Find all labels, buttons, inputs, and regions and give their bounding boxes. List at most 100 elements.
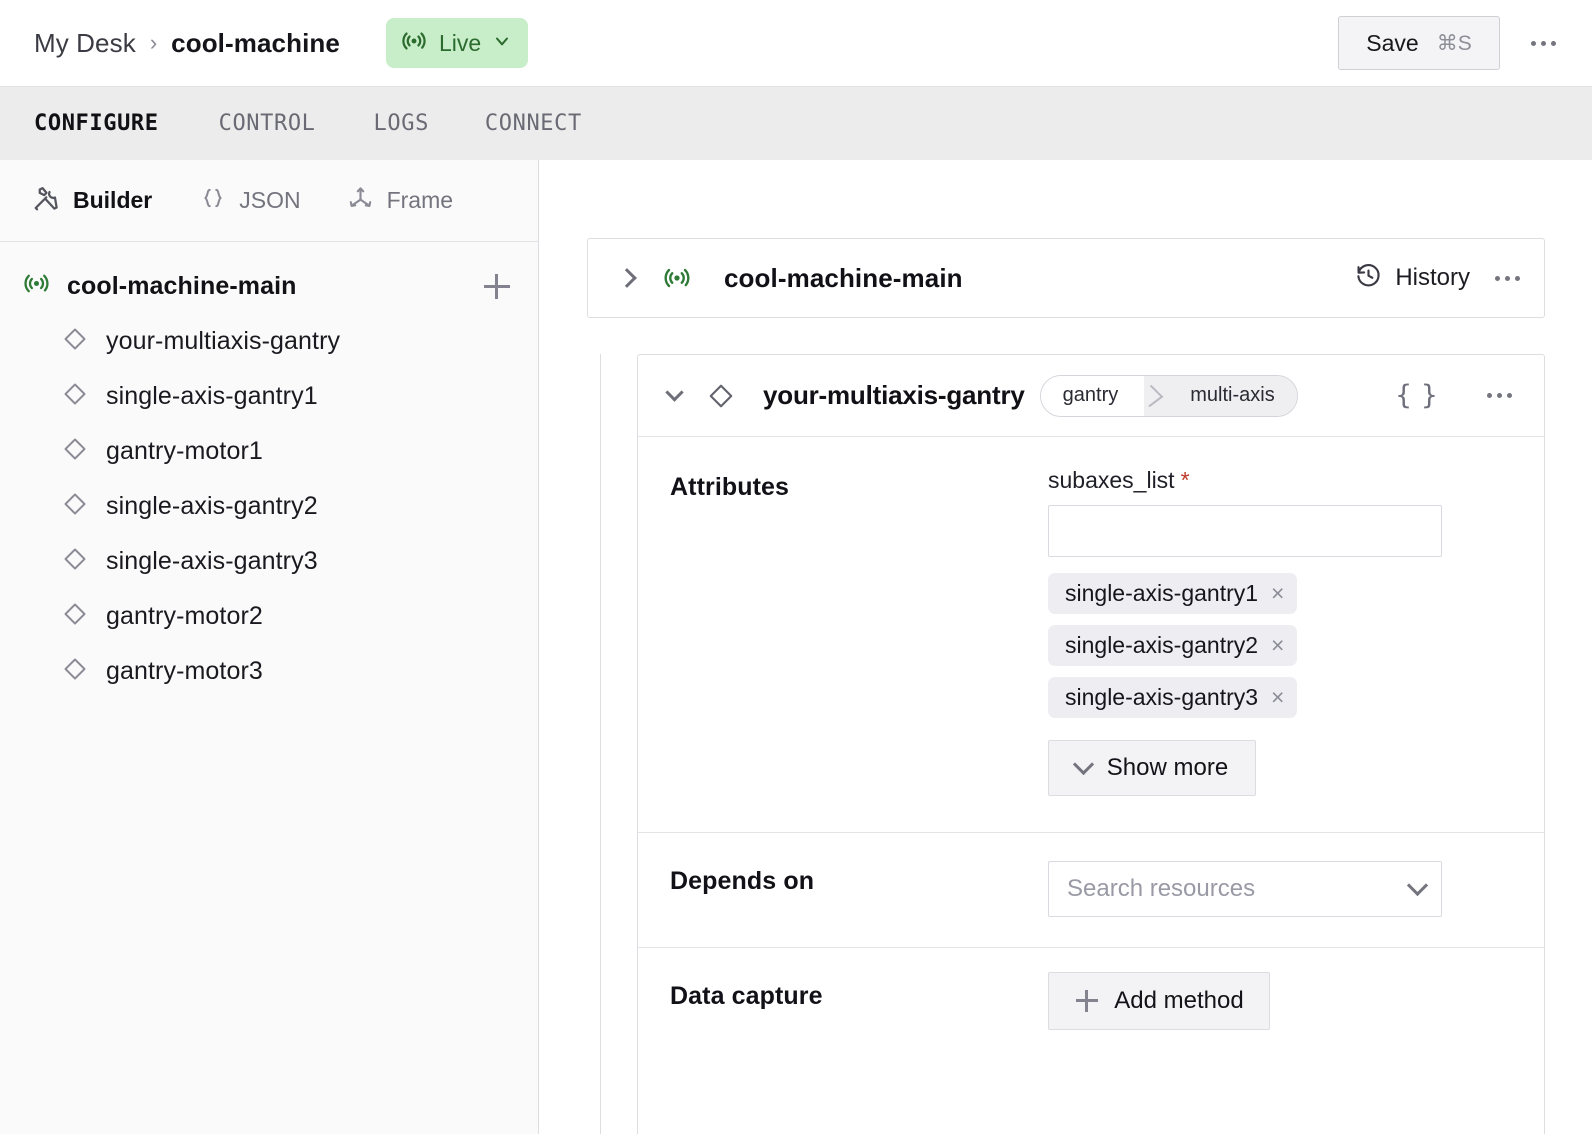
tools-icon: [33, 185, 60, 217]
tree-connector-rail: [600, 354, 601, 1134]
broadcast-icon: [400, 27, 428, 60]
curly-braces-icon: [200, 185, 226, 216]
chevron-down-icon[interactable]: [665, 383, 684, 402]
tab-connect[interactable]: CONNECT: [484, 111, 582, 136]
resource-card-header: your-multiaxis-gantry gantry multi-axis …: [638, 355, 1544, 437]
top-bar-more-icon[interactable]: [1520, 20, 1566, 66]
close-icon[interactable]: ×: [1271, 632, 1285, 658]
tree-root-cool-machine-main[interactable]: cool-machine-main: [0, 258, 538, 314]
tab-configure[interactable]: CONFIGURE: [34, 111, 159, 136]
tree-item-single-axis-gantry3[interactable]: single-axis-gantry3: [0, 534, 538, 589]
subaxes-chip-list: single-axis-gantry1 × single-axis-gantry…: [1048, 573, 1544, 718]
tree-item-single-axis-gantry1[interactable]: single-axis-gantry1: [0, 369, 538, 424]
tab-control[interactable]: CONTROL: [218, 111, 316, 136]
breadcrumb: My Desk › cool-machine: [34, 28, 340, 59]
data-capture-row: Data capture Add method: [638, 948, 1544, 1060]
breadcrumb-root[interactable]: My Desk: [34, 27, 136, 58]
close-icon[interactable]: ×: [1271, 580, 1285, 606]
diamond-icon: [62, 656, 88, 687]
resource-card-your-multiaxis-gantry: your-multiaxis-gantry gantry multi-axis …: [637, 354, 1545, 1134]
history-button[interactable]: History: [1355, 262, 1470, 294]
diamond-icon: [62, 546, 88, 577]
curly-braces-icon[interactable]: { }: [1395, 380, 1438, 411]
sidebar: Builder JSON F: [0, 160, 539, 1134]
axes-icon: [347, 185, 374, 217]
subaxes-list-input[interactable]: [1048, 505, 1442, 557]
sidebar-tab-builder-label: Builder: [73, 187, 153, 213]
tree-item-label: gantry-motor1: [106, 437, 263, 465]
chevron-down-icon: [492, 31, 512, 56]
resource-name: your-multiaxis-gantry: [763, 380, 1025, 410]
tree-item-gantry-motor1[interactable]: gantry-motor1: [0, 424, 538, 479]
tab-logs[interactable]: LOGS: [373, 111, 429, 136]
plus-icon: [1074, 988, 1100, 1014]
diamond-icon: [62, 436, 88, 467]
tree-item-single-axis-gantry2[interactable]: single-axis-gantry2: [0, 479, 538, 534]
sidebar-tab-json-label: JSON: [239, 187, 301, 213]
tree-item-label: single-axis-gantry2: [106, 492, 318, 520]
chevron-right-icon[interactable]: [617, 268, 637, 288]
depends-on-body: Search resources: [1048, 833, 1544, 947]
show-more-label: Show more: [1106, 754, 1229, 781]
diamond-icon: [62, 601, 88, 632]
data-capture-body: Add method: [1048, 948, 1544, 1060]
machine-header-card: cool-machine-main History: [587, 238, 1545, 318]
sidebar-tab-builder[interactable]: Builder: [33, 185, 152, 217]
depends-on-label: Depends on: [670, 867, 815, 895]
breadcrumb-current: cool-machine: [171, 27, 340, 58]
sidebar-tab-frame[interactable]: Frame: [347, 185, 453, 217]
chip-label: single-axis-gantry1: [1065, 580, 1259, 606]
live-label: Live: [438, 29, 482, 56]
chip-label: single-axis-gantry3: [1065, 684, 1259, 710]
attributes-row: Attributes subaxes_list* single-axis-gan…: [638, 437, 1544, 833]
sidebar-tab-json[interactable]: JSON: [200, 185, 301, 216]
broadcast-icon: [662, 263, 692, 293]
add-method-label: Add method: [1114, 987, 1244, 1014]
diamond-icon: [62, 491, 88, 522]
history-label: History: [1395, 264, 1470, 291]
diamond-icon: [62, 381, 88, 412]
save-button[interactable]: Save ⌘S: [1338, 16, 1500, 70]
data-capture-label: Data capture: [670, 982, 823, 1010]
machine-name: cool-machine-main: [724, 262, 963, 293]
chip-single-axis-gantry3[interactable]: single-axis-gantry3 ×: [1048, 677, 1298, 718]
depends-on-placeholder: Search resources: [1067, 875, 1256, 902]
add-resource-plus-icon[interactable]: [480, 269, 514, 303]
depends-on-select[interactable]: Search resources: [1048, 861, 1442, 917]
tree-item-gantry-motor3[interactable]: gantry-motor3: [0, 644, 538, 699]
resource-more-icon[interactable]: [1476, 373, 1522, 419]
main-tab-bar: CONFIGURE CONTROL LOGS CONNECT: [0, 86, 1592, 160]
attributes-body: subaxes_list* single-axis-gantry1 × sing…: [1048, 437, 1544, 832]
required-marker: *: [1180, 467, 1190, 493]
tree-item-gantry-motor2[interactable]: gantry-motor2: [0, 589, 538, 644]
depends-on-row: Depends on Search resources: [638, 833, 1544, 948]
diamond-icon: [707, 382, 735, 410]
close-icon[interactable]: ×: [1271, 684, 1285, 710]
sidebar-tab-frame-label: Frame: [386, 187, 454, 213]
breadcrumb-separator-icon: ›: [149, 30, 158, 55]
pill-separator-icon: [1144, 375, 1165, 416]
diamond-icon: [62, 326, 88, 357]
chip-label: single-axis-gantry2: [1065, 632, 1259, 658]
subaxes-list-label: subaxes_list*: [1048, 467, 1544, 494]
tree-item-label: your-multiaxis-gantry: [106, 327, 341, 355]
attributes-label: Attributes: [670, 473, 790, 501]
subaxes-list-label-text: subaxes_list: [1048, 467, 1175, 493]
show-more-button[interactable]: Show more: [1048, 740, 1256, 796]
chevron-down-icon: [1406, 874, 1429, 897]
live-status-badge[interactable]: Live: [385, 18, 529, 68]
top-bar: My Desk › cool-machine Live Save ⌘S: [0, 0, 1592, 86]
resource-tree: cool-machine-main your-multiaxis-gantry …: [0, 242, 538, 699]
chip-single-axis-gantry2[interactable]: single-axis-gantry2 ×: [1048, 625, 1298, 666]
resource-model-pill[interactable]: multi-axis: [1164, 375, 1297, 416]
add-method-button[interactable]: Add method: [1048, 972, 1270, 1030]
save-button-label: Save: [1366, 29, 1419, 56]
tree-item-your-multiaxis-gantry[interactable]: your-multiaxis-gantry: [0, 314, 538, 369]
machine-more-icon[interactable]: [1484, 255, 1530, 301]
tree-item-label: single-axis-gantry3: [106, 547, 318, 575]
main-content: cool-machine-main History your-multiaxis…: [540, 160, 1592, 1134]
tree-root-label: cool-machine-main: [67, 271, 297, 300]
tree-item-label: gantry-motor2: [106, 602, 263, 630]
chip-single-axis-gantry1[interactable]: single-axis-gantry1 ×: [1048, 573, 1298, 614]
resource-api-pill[interactable]: gantry: [1040, 375, 1145, 416]
